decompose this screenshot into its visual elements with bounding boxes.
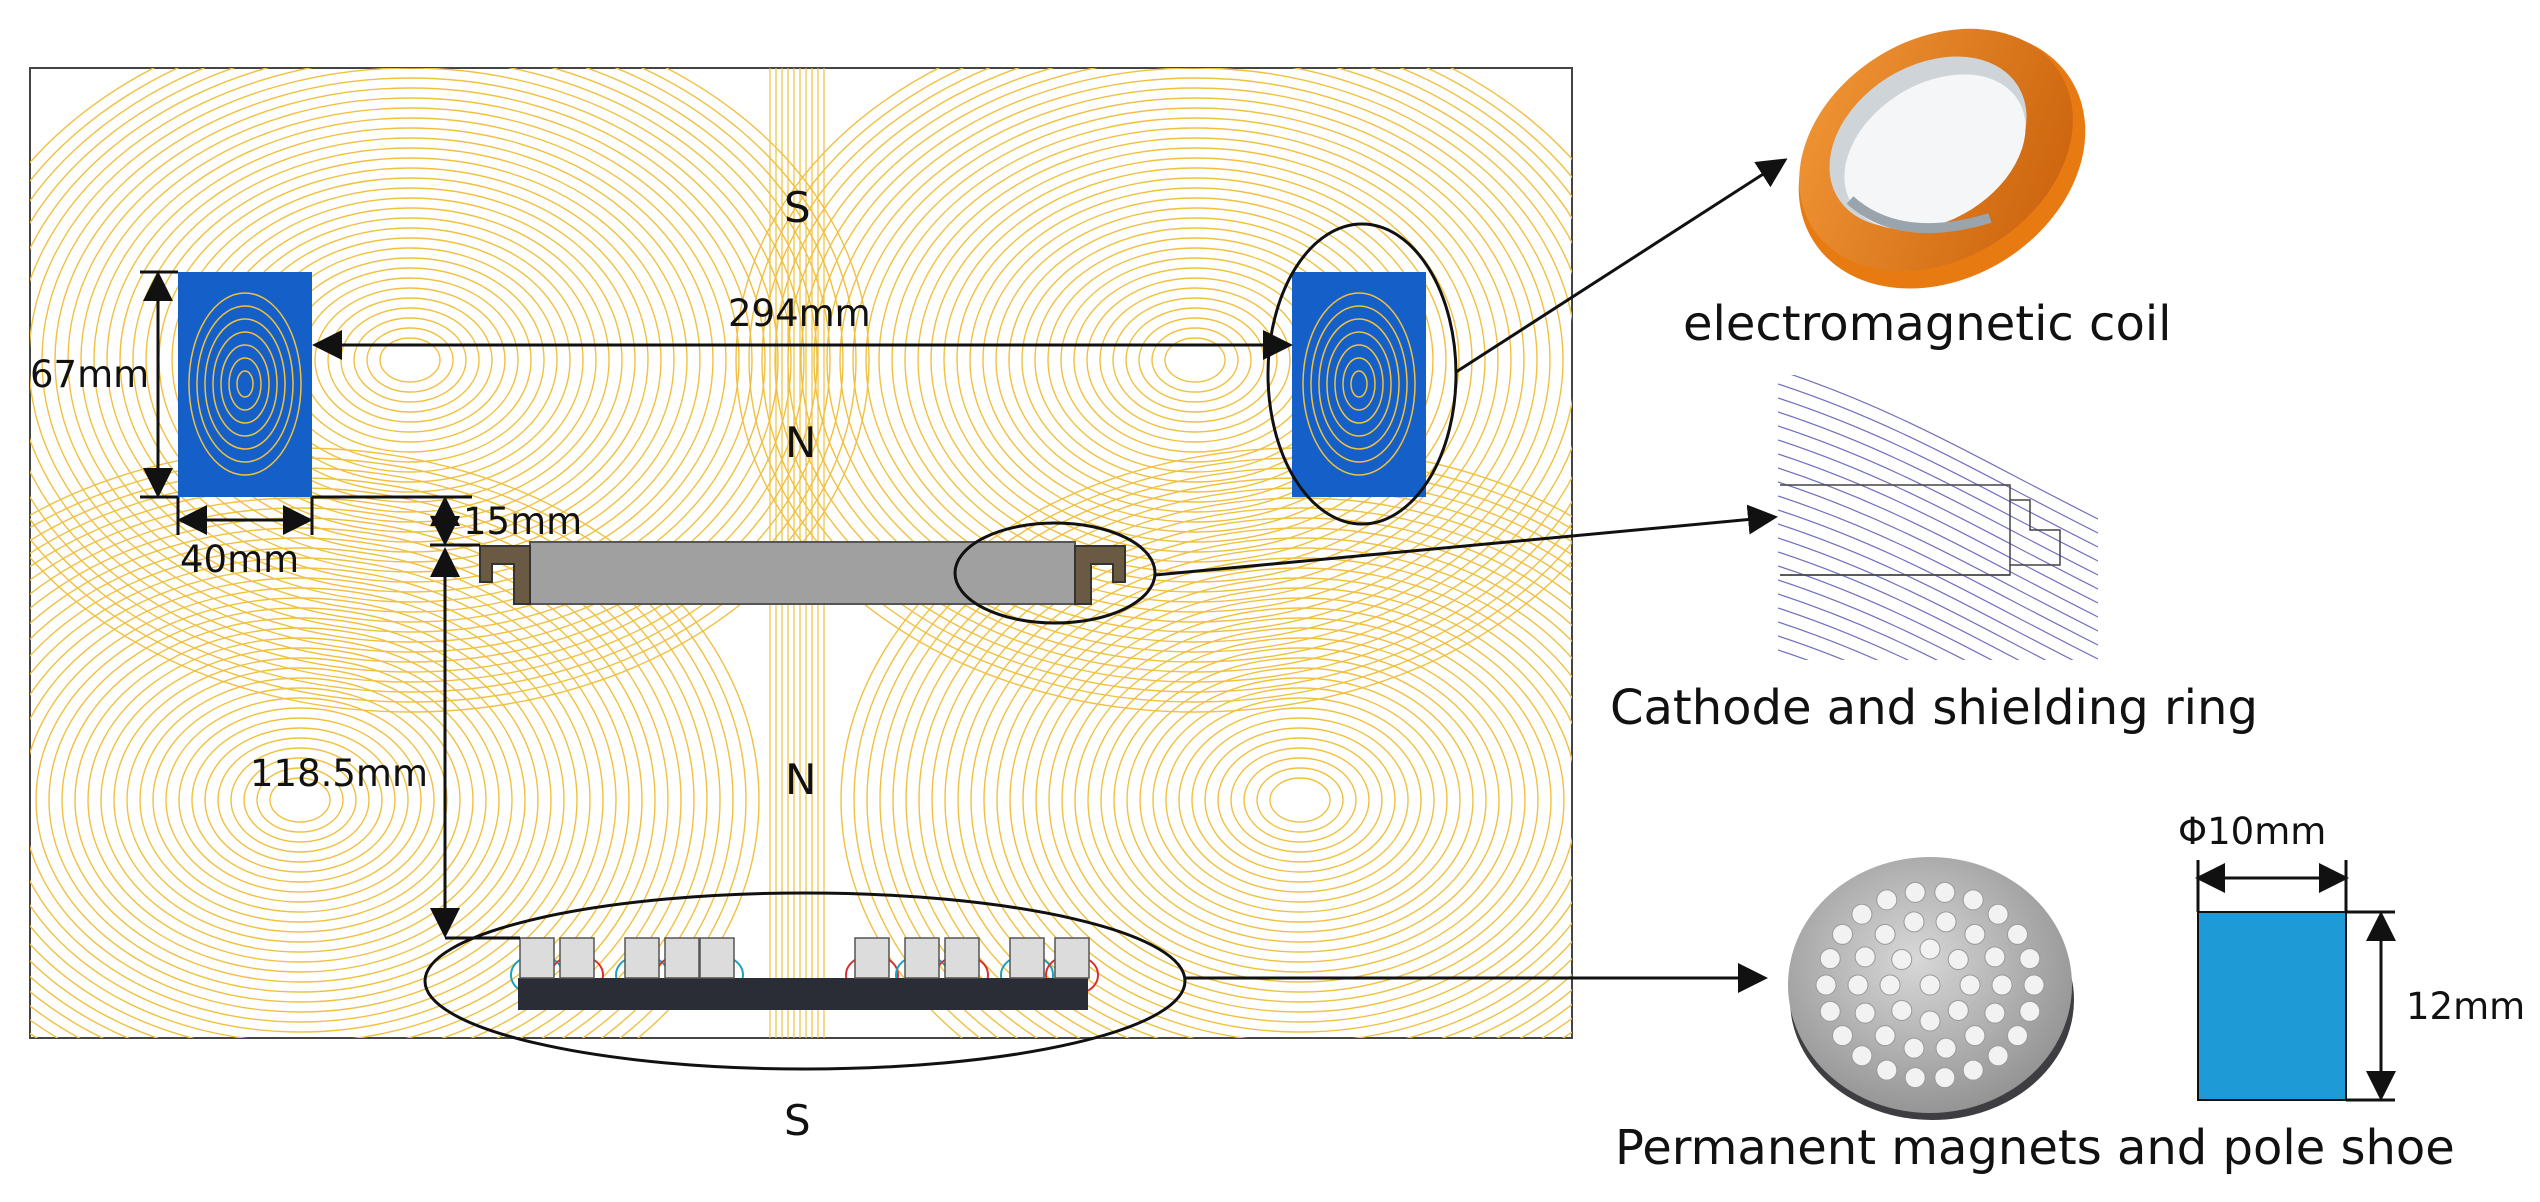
dim-label-12mm: 12mm xyxy=(2406,985,2526,1028)
cathode-target xyxy=(529,541,1076,605)
magnet-array xyxy=(510,937,1099,1010)
coil-highlight-ellipse xyxy=(1266,222,1458,526)
pole-label-top-s: S xyxy=(784,183,811,232)
dim-label-15mm: 15mm xyxy=(463,500,583,543)
caption-electromagnetic-coil: electromagnetic coil xyxy=(1683,296,2172,352)
caption-cathode-shielding-ring: Cathode and shielding ring xyxy=(1610,680,2258,736)
cathode-highlight-ellipse xyxy=(953,521,1157,625)
dim-label-40mm: 40mm xyxy=(180,538,300,581)
callout-arrow-coil xyxy=(1455,158,1788,374)
cathode-assembly xyxy=(479,541,1126,605)
pole-shoe xyxy=(518,978,1088,1010)
coil-right xyxy=(1292,272,1426,497)
caption-permanent-magnets: Permanent magnets and pole shoe xyxy=(1615,1120,2455,1176)
dim-label-phi10mm: Φ10mm xyxy=(2178,810,2327,853)
single-magnet-illustration xyxy=(2195,860,2396,1102)
cathode-inset xyxy=(1778,375,2098,660)
magnet-blocks xyxy=(519,937,1090,979)
pole-label-low-n: N xyxy=(785,755,817,804)
pole-label-bottom-s: S xyxy=(784,1096,811,1145)
coil-contours xyxy=(188,292,1416,476)
coil-left xyxy=(178,272,312,497)
dim-label-67mm: 67mm xyxy=(30,353,150,396)
shield-right xyxy=(1074,545,1126,605)
shield-left xyxy=(479,545,531,605)
coil-ring-illustration xyxy=(1798,28,2086,289)
magnets-highlight-ellipse xyxy=(423,891,1187,1071)
dim-label-294mm: 294mm xyxy=(728,292,871,335)
pole-label-mid-n: N xyxy=(785,418,817,467)
callout-arrow-cathode xyxy=(1154,504,1778,577)
magnet-disk-illustration xyxy=(1788,857,2074,1120)
dim-label-118-5mm: 118.5mm xyxy=(250,752,429,795)
